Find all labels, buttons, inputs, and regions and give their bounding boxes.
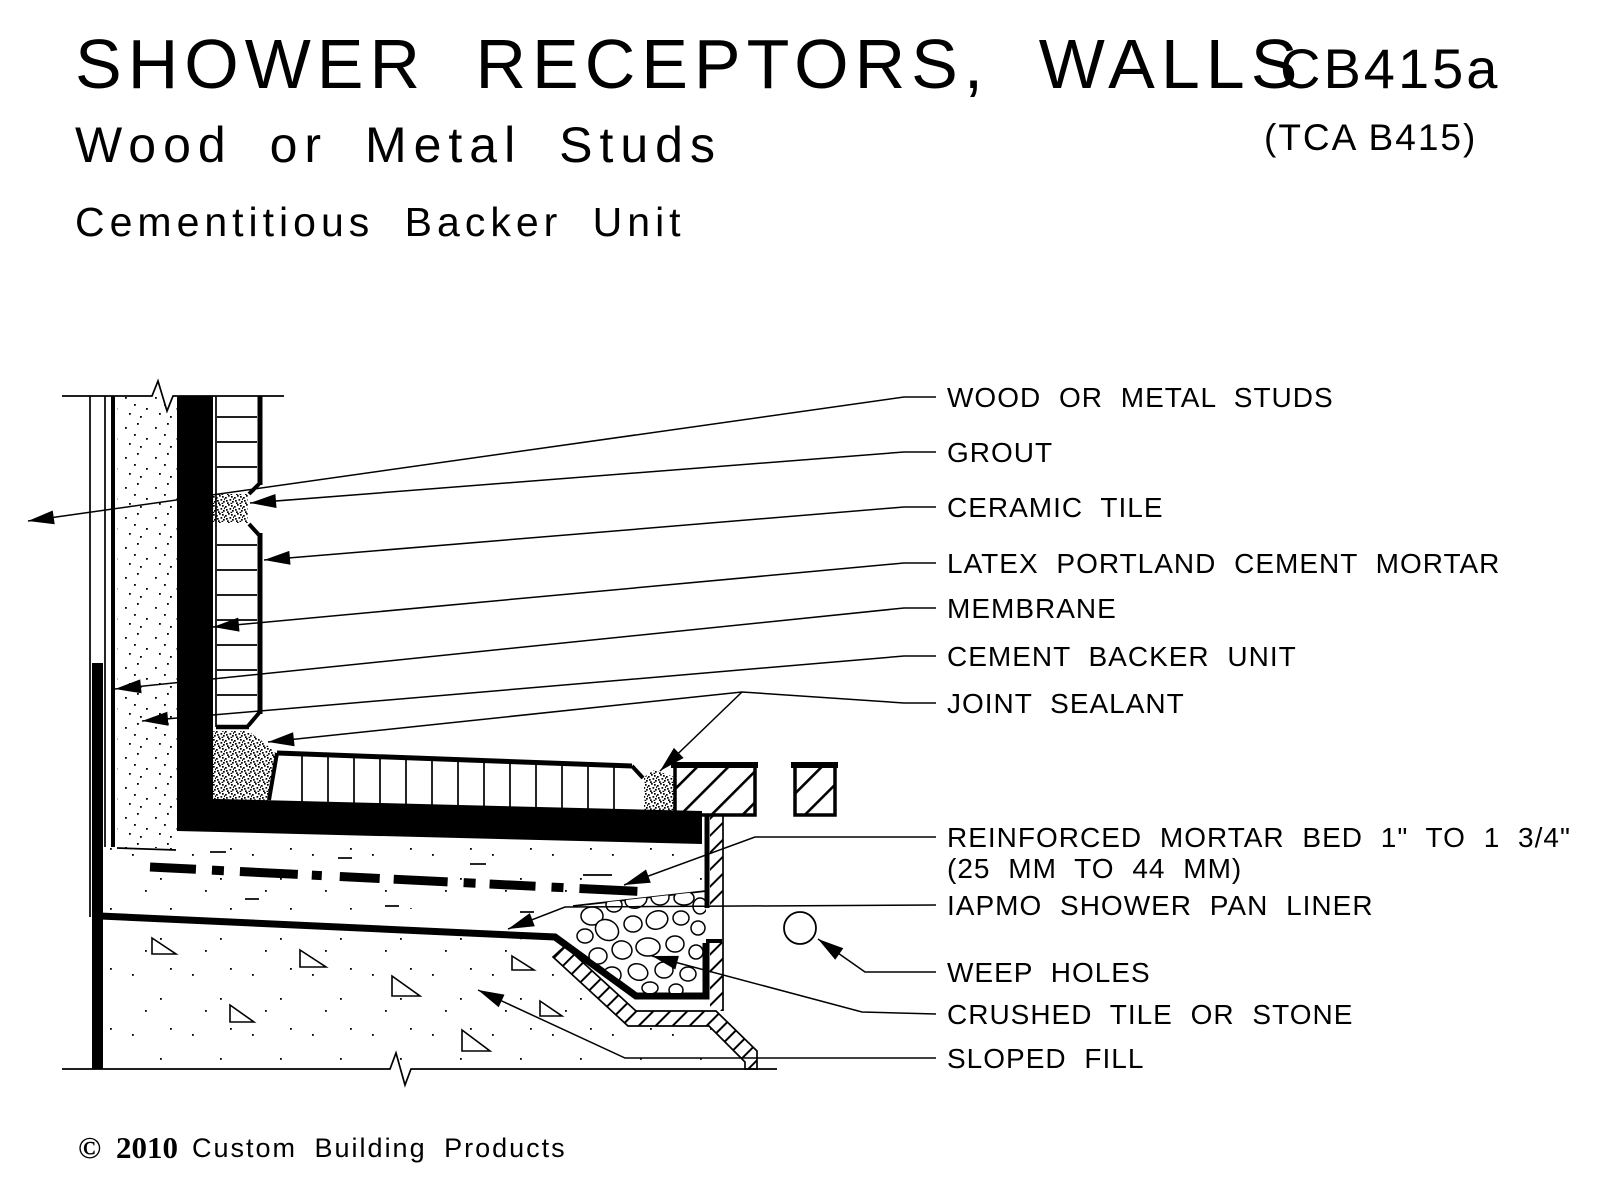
curb-tile-block-1 bbox=[673, 763, 757, 817]
grout-joint bbox=[213, 494, 248, 523]
cement-backer-unit-area bbox=[117, 396, 177, 848]
mortar-bed-reinforcement bbox=[149, 862, 651, 897]
wall-tile-joint-lines bbox=[217, 416, 257, 696]
callout-crushed-tile-or-stone: CRUSHED TILE OR STONE bbox=[947, 999, 1353, 1030]
leader-iapmo-shower-pan-liner bbox=[507, 904, 937, 930]
arrowhead-iapmo-shower-pan-liner bbox=[508, 913, 535, 929]
arrowhead-weep-holes bbox=[818, 939, 844, 960]
floor-section bbox=[99, 750, 722, 1000]
shower-pan-liner bbox=[99, 912, 710, 1000]
curb-section bbox=[551, 762, 838, 1070]
curb-face-strip bbox=[704, 815, 724, 1011]
callout-membrane: MEMBRANE bbox=[947, 593, 1117, 624]
wall-section bbox=[62, 378, 284, 1069]
copyright-symbol: © bbox=[78, 1130, 101, 1165]
curb-tile-block-2 bbox=[793, 763, 837, 817]
copyright-year: 2010 bbox=[116, 1130, 178, 1165]
callout-cement-backer-unit: CEMENT BACKER UNIT bbox=[947, 641, 1297, 672]
leader-crushed-tile-or-stone bbox=[651, 955, 937, 1015]
title-block: SHOWER RECEPTORS, WALLS CB415a (TCA B415… bbox=[75, 25, 1500, 245]
footer: © 2010 Custom Building Products bbox=[78, 1130, 567, 1165]
arrowhead-sloped-fill bbox=[478, 990, 505, 1008]
callout-sloped-fill: SLOPED FILL bbox=[947, 1043, 1144, 1074]
floor-ceramic-tile bbox=[267, 750, 645, 812]
crushed-stones bbox=[576, 891, 706, 993]
copyright-company: Custom Building Products bbox=[192, 1133, 567, 1163]
callout-reinforced-mortar-bed-line2: (25 MM TO 44 MM) bbox=[947, 853, 1242, 884]
detail-code-reference: (TCA B415) bbox=[1264, 117, 1477, 158]
arrowhead-joint-sealant-curb bbox=[660, 747, 684, 771]
mortar-bond-band bbox=[177, 798, 702, 844]
latex-mortar-column bbox=[177, 396, 213, 802]
arrowhead-crushed-tile-or-stone bbox=[652, 955, 679, 970]
leader-wood-or-metal-studs bbox=[27, 396, 936, 522]
leader-ceramic-tile bbox=[263, 506, 936, 561]
sloped-fill-section bbox=[62, 919, 777, 1088]
leader-sloped-fill bbox=[477, 989, 936, 1059]
floor-tile-joint-lines bbox=[301, 756, 615, 812]
callout-grout: GROUT bbox=[947, 437, 1053, 468]
leader-grout bbox=[249, 451, 936, 504]
sloped-fill-area bbox=[103, 919, 745, 1069]
leader-cement-backer-unit bbox=[141, 655, 936, 722]
curb-joint-sealant bbox=[644, 770, 675, 814]
callout-latex-portland-cement-mortar: LATEX PORTLAND CEMENT MORTAR bbox=[947, 548, 1500, 579]
arrowhead-wood-or-metal-studs bbox=[28, 510, 55, 525]
callout-labels: WOOD OR METAL STUDS GROUT CERAMIC TILE L… bbox=[947, 382, 1571, 1074]
arrowhead-grout bbox=[250, 494, 277, 508]
weep-hole-symbol bbox=[783, 911, 817, 945]
arrowhead-latex-portland-cement-mortar bbox=[213, 617, 240, 632]
mortar-bed-area bbox=[100, 833, 703, 914]
leader-lines bbox=[27, 396, 937, 1059]
page-title: SHOWER RECEPTORS, WALLS bbox=[75, 25, 1303, 103]
crushed-stone-pocket bbox=[572, 890, 707, 993]
page-subtitle-2: Cementitious Backer Unit bbox=[75, 199, 686, 245]
mortar-bed-ticks bbox=[210, 851, 612, 913]
leader-reinforced-mortar-bed bbox=[623, 836, 936, 886]
detail-code: CB415a bbox=[1280, 37, 1500, 100]
callout-wood-or-metal-studs: WOOD OR METAL STUDS bbox=[947, 382, 1334, 413]
arrowhead-membrane bbox=[115, 679, 142, 694]
callout-joint-sealant: JOINT SEALANT bbox=[947, 688, 1185, 719]
leader-membrane bbox=[114, 607, 936, 690]
corner-joint-sealant bbox=[213, 731, 277, 801]
callout-weep-holes: WEEP HOLES bbox=[947, 957, 1151, 988]
page-subtitle-1: Wood or Metal Studs bbox=[75, 117, 722, 173]
arrowhead-reinforced-mortar-bed bbox=[624, 869, 651, 885]
arrowhead-cement-backer-unit bbox=[142, 711, 169, 726]
leader-joint-sealant bbox=[267, 691, 936, 743]
leader-latex-portland-cement-mortar bbox=[212, 562, 936, 628]
arrowhead-joint-sealant-wall bbox=[268, 732, 295, 747]
membrane-lap-bar bbox=[92, 663, 103, 1069]
bottom-break-line bbox=[62, 1050, 777, 1088]
wall-ceramic-tile bbox=[213, 396, 263, 730]
callout-ceramic-tile: CERAMIC TILE bbox=[947, 492, 1164, 523]
callout-reinforced-mortar-bed: REINFORCED MORTAR BED 1" TO 1 3/4" bbox=[947, 822, 1571, 853]
concrete-aggregate-triangles bbox=[151, 936, 565, 1052]
callout-iapmo-shower-pan-liner: IAPMO SHOWER PAN LINER bbox=[947, 890, 1374, 921]
arrowhead-ceramic-tile bbox=[264, 550, 291, 565]
